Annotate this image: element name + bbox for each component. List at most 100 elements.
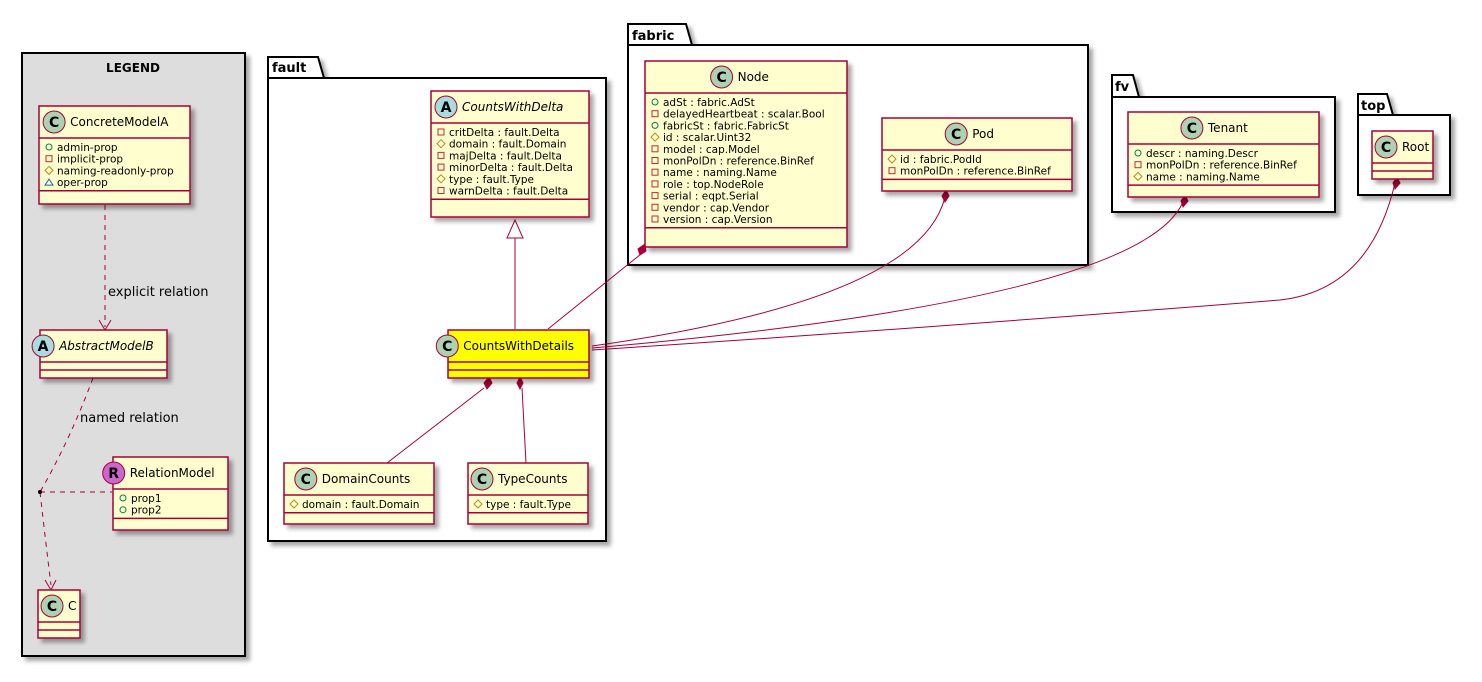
attribute: id : fabric.PodId: [900, 154, 982, 166]
vis-private-icon: [651, 145, 659, 153]
vis-package-icon: [44, 178, 54, 186]
attribute: adSt : fabric.AdSt: [663, 97, 755, 109]
class-box: [644, 60, 848, 248]
vis-public-icon: [651, 98, 659, 106]
vis-protected-icon: [436, 174, 446, 184]
vis-protected-icon: [1133, 171, 1143, 182]
attribute: type : fault.Type: [486, 499, 571, 511]
attribute: critDelta : fault.Delta: [449, 127, 560, 139]
composition-diamonds: [483, 176, 1401, 391]
class-name: CountsWithDelta: [462, 100, 563, 114]
class-name: ConcreteModelA: [70, 115, 169, 129]
vis-private-icon: [651, 157, 659, 164]
class-box: [1127, 111, 1320, 198]
attribute: name : naming.Name: [663, 167, 777, 179]
vis-private-icon: [45, 155, 53, 163]
stereotype-letter: C: [1187, 121, 1197, 137]
class-name: DomainCounts: [322, 472, 410, 486]
attribute: serial : eqpt.Serial: [663, 191, 759, 203]
edges: [39, 182, 1396, 592]
vis-public-icon: [45, 143, 53, 151]
attribute: oper-prop: [57, 177, 108, 189]
attribute: prop2: [131, 505, 162, 517]
attribute: name : naming.Name: [1146, 171, 1260, 183]
stereotype-letter: C: [951, 127, 961, 143]
stereotype-letter: C: [301, 472, 311, 488]
class-box: [430, 90, 590, 218]
vis-protected-icon: [887, 154, 897, 164]
class-name: C: [68, 599, 76, 613]
vis-public-icon: [119, 506, 127, 514]
stereotype-c-icon: [470, 467, 494, 491]
vis-public-icon: [1134, 149, 1142, 157]
package-top-label: top: [1361, 99, 1385, 114]
attribute: role : top.NodeRole: [663, 179, 764, 191]
stereotype-a-icon: [31, 334, 55, 358]
attribute: vendor : cap.Vendor: [663, 202, 770, 214]
stereotype-c-icon: [1374, 135, 1398, 159]
stereotype-letter: R: [108, 466, 119, 482]
vis-private-icon: [651, 110, 659, 118]
vis-private-icon: [437, 187, 445, 194]
attribute: admin-prop: [57, 142, 118, 154]
attribute: monPolDn : reference.BinRef: [663, 156, 814, 168]
class-name: AbstractModelB: [58, 339, 154, 353]
vis-protected-icon: [44, 165, 54, 176]
vis-private-icon: [651, 180, 659, 188]
attribute: type : fault.Type: [449, 174, 534, 186]
diamond-root: [1392, 176, 1401, 191]
class-name: Pod: [972, 127, 994, 141]
edge-compose-root: [591, 182, 1396, 351]
attribute: fabricSt : fabric.FabricSt: [663, 120, 789, 132]
legend-title: LEGEND: [106, 61, 160, 75]
diamond-node: [637, 243, 647, 256]
vis-protected-icon: [473, 499, 483, 509]
stereotype-letter: A: [38, 339, 49, 355]
label-named-relation: named relation: [80, 411, 179, 426]
relation-junction-dot: [38, 490, 42, 494]
package-fabric-label: fabric: [632, 29, 674, 44]
vis-protected-icon: [289, 499, 299, 509]
attribute: minorDelta : fault.Delta: [449, 162, 573, 174]
vis-private-icon: [651, 215, 659, 223]
stereotype-letter: C: [716, 70, 726, 86]
edge-compose-typecounts: [521, 387, 527, 464]
edge-compose-tenant: [591, 201, 1184, 349]
diamond-dc: [483, 376, 493, 390]
attribute: delayedHeartbeat : scalar.Bool: [663, 109, 825, 121]
edge-inheritance-triangle: [506, 218, 524, 239]
attribute: model : cap.Model: [663, 144, 760, 156]
vis-private-icon: [437, 128, 445, 136]
class-abstract-model-b[interactable]: A AbstractModelB: [31, 329, 168, 379]
stereotype-c-icon: [1180, 116, 1204, 140]
edge-named-to-c: [39, 491, 52, 586]
class-name: Tenant: [1207, 121, 1248, 135]
edge-compose-domaincounts: [386, 387, 485, 464]
class-name: Root: [1402, 140, 1429, 154]
stereotype-c-icon: [944, 122, 968, 146]
vis-protected-icon: [650, 132, 660, 142]
stereotype-letter: C: [442, 339, 452, 355]
vis-public-icon: [651, 121, 659, 129]
vis-private-icon: [888, 167, 896, 175]
class-box: [39, 329, 168, 379]
attribute: id : scalar.Uint32: [663, 132, 751, 144]
diamond-tc: [516, 375, 524, 391]
attribute: domain : fault.Domain: [449, 139, 566, 151]
stereotype-c-icon: [42, 110, 66, 134]
vis-private-icon: [437, 151, 445, 159]
stereotype-a-icon: [434, 95, 458, 119]
stereotype-c-icon: [40, 594, 64, 618]
stereotype-c-icon: [435, 334, 459, 358]
